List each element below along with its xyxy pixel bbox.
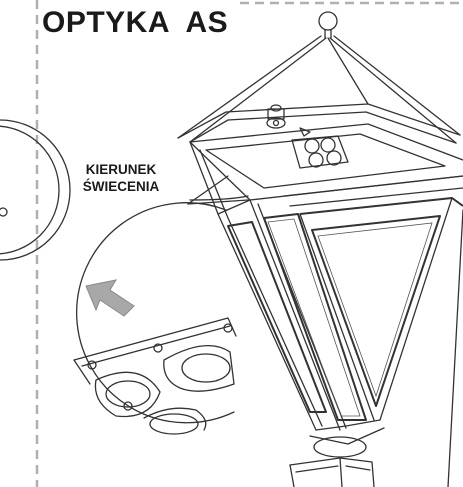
zoom-circle: [76, 202, 235, 424]
led-plate-zoomed: [73, 317, 237, 435]
callout-label-line2: ŚWIECENIA: [82, 179, 160, 194]
finial-ball: [318, 11, 338, 31]
top-panel: [189, 123, 463, 201]
zoom-detail: [73, 175, 249, 435]
left-detail-circle: [0, 119, 71, 261]
callout-label-line1: KIERUNEK: [85, 162, 157, 177]
lantern: [177, 11, 463, 487]
page-title: OPTYKA AS: [42, 6, 229, 39]
lantern-body: [189, 141, 463, 487]
lantern-roof: [177, 35, 461, 144]
light-direction-arrow[interactable]: [85, 279, 135, 317]
